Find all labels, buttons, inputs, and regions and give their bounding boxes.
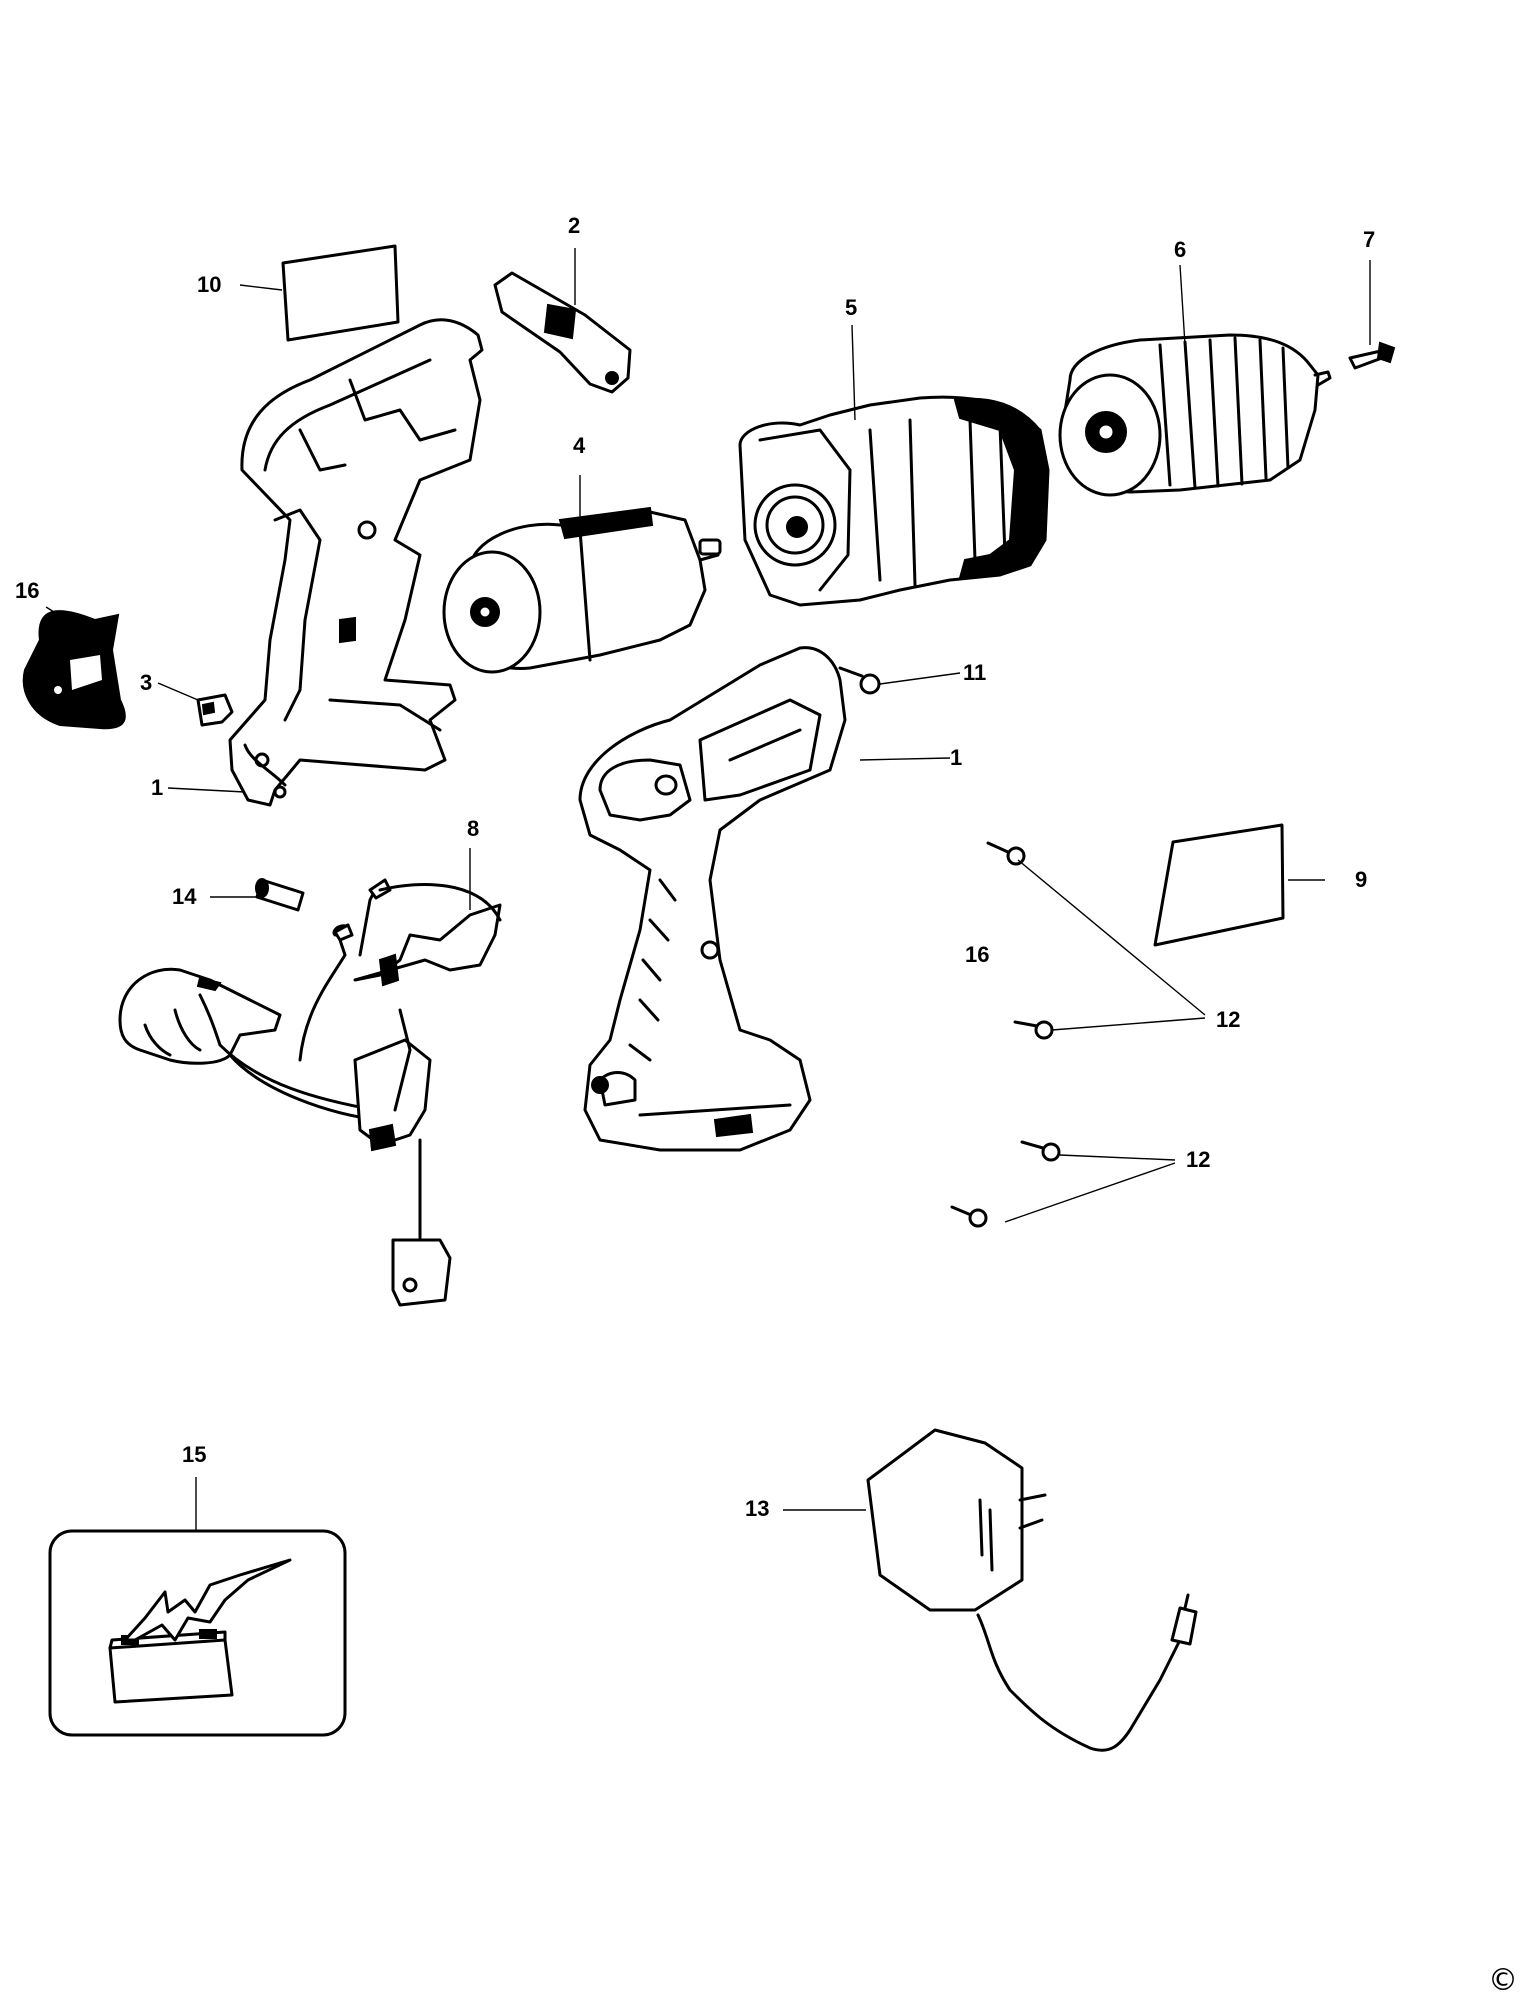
- label-part-1-left: 1: [151, 775, 164, 800]
- part-7-screw: [1348, 341, 1396, 370]
- label-part-4: 4: [573, 433, 586, 458]
- part-15-battery-symbol: [48, 1529, 347, 1737]
- label-part-8: 8: [467, 816, 480, 841]
- part-12-screws: [950, 841, 1061, 1228]
- part-3-clip: [196, 693, 234, 727]
- label-part-16-right: 16: [965, 942, 990, 967]
- label-part-13: 13: [745, 1496, 770, 1521]
- label-part-10: 10: [197, 272, 222, 297]
- label-part-7: 7: [1363, 227, 1376, 252]
- label-part-1-right: 1: [950, 745, 963, 770]
- part-5-gearbox: [738, 395, 1050, 607]
- part-13-charger: [866, 1428, 1198, 1752]
- part-6-chuck: [1058, 333, 1332, 497]
- label-part-12-lower: 12: [1186, 1147, 1211, 1172]
- part-8-switch-assembly: [118, 878, 502, 1307]
- part-1-housing-right: [578, 646, 847, 1152]
- label-part-6: 6: [1174, 237, 1187, 262]
- label-part-12-upper: 12: [1216, 1007, 1241, 1032]
- part-2-connector: [493, 271, 632, 394]
- part-4-motor: [442, 506, 722, 674]
- label-part-15: 15: [182, 1442, 207, 1467]
- part-16-gasket: [22, 610, 126, 730]
- part-14-capacitor: [255, 878, 305, 912]
- leader-lines: [45, 248, 1371, 1530]
- label-part-14: 14: [172, 884, 197, 909]
- part-10-label-plate: [281, 244, 400, 342]
- copyright-mark: ©: [1488, 1963, 1518, 1998]
- part-9-label-plate: [1153, 823, 1285, 947]
- part-1-housing-left: [228, 318, 484, 807]
- part-11-screw: [838, 666, 881, 695]
- label-part-3: 3: [140, 670, 153, 695]
- label-part-5: 5: [845, 295, 858, 320]
- label-part-16-left: 16: [15, 578, 40, 603]
- label-part-2: 2: [568, 213, 581, 238]
- label-part-9: 9: [1355, 867, 1368, 892]
- label-part-11: 11: [963, 660, 987, 685]
